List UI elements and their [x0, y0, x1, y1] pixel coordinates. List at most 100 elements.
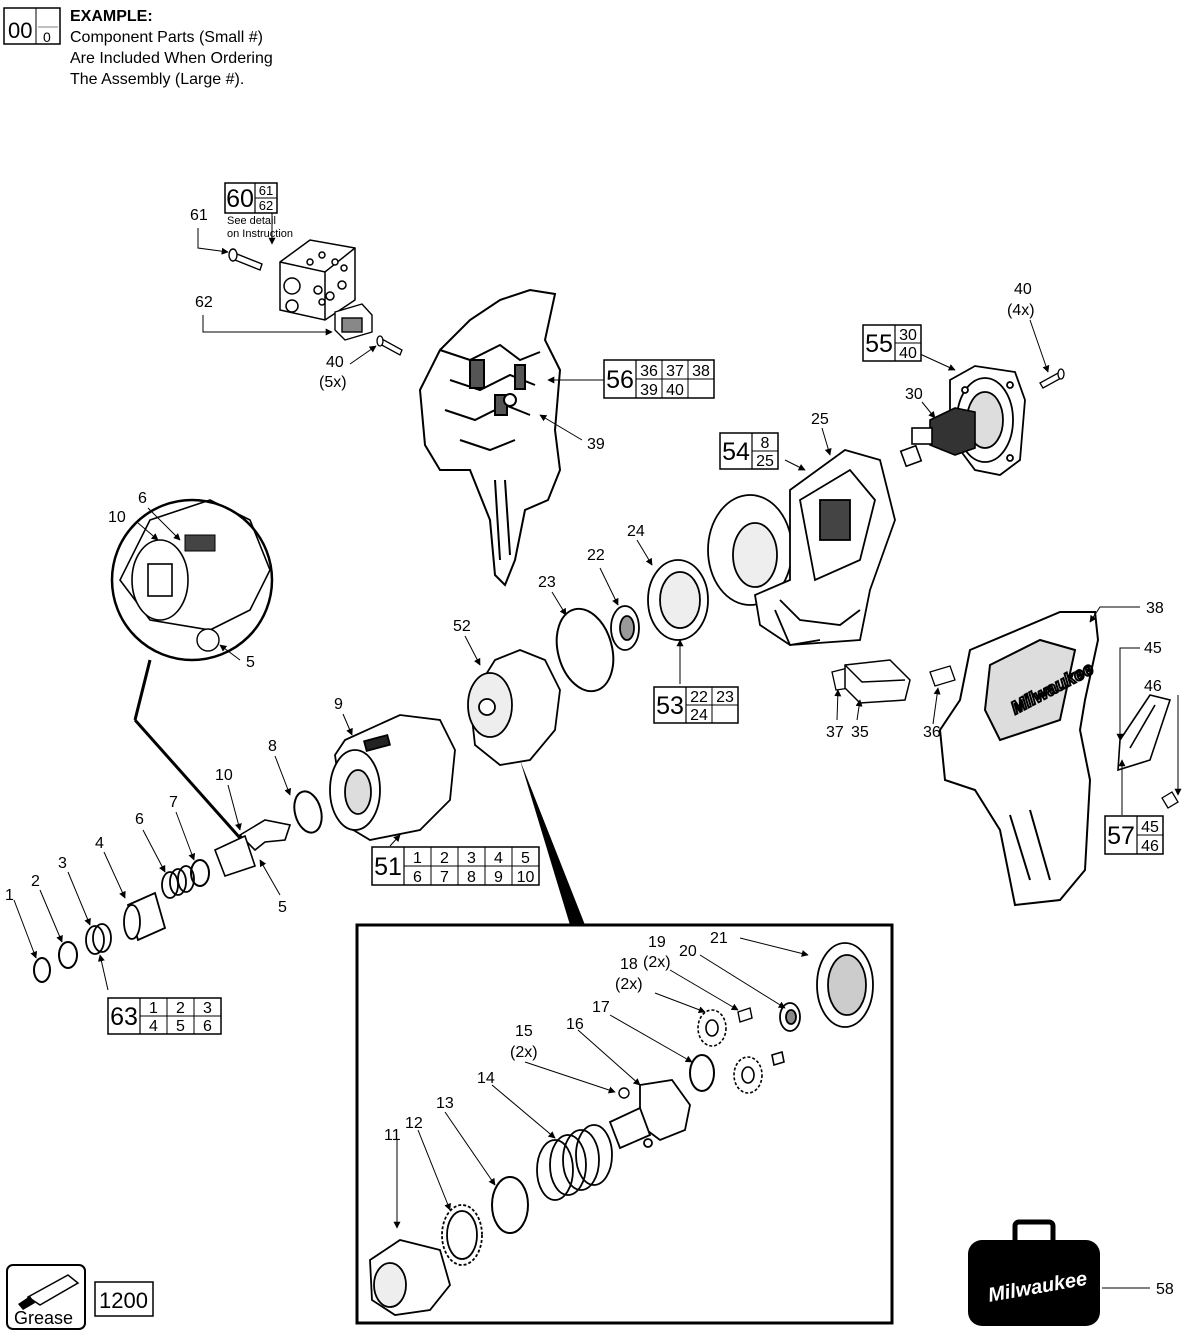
label-46: 46 [1144, 678, 1162, 695]
assembly-63-part-6: 6 [203, 1018, 212, 1035]
label-35: 35 [851, 724, 869, 741]
label-13: 13 [436, 1095, 454, 1112]
label-8: 8 [268, 738, 277, 755]
part-3-spring [85, 923, 112, 955]
grease-icon: Grease [6, 1264, 86, 1330]
label-11: 11 [384, 1127, 401, 1144]
part-12-bearing-ring [441, 1204, 483, 1266]
assembly-51-part-3: 3 [467, 850, 476, 867]
part-18-planet-gear [697, 1009, 785, 1094]
label-10-detail: 10 [108, 509, 126, 526]
assembly-56-part-37: 37 [666, 363, 684, 380]
assembly-63-part-4: 4 [149, 1018, 158, 1035]
part-39-housing-half [418, 288, 562, 587]
part-25-stator-electronics [707, 449, 896, 647]
part-4-sleeve [123, 891, 167, 942]
assembly-51-part-2: 2 [440, 850, 449, 867]
part-40-screw-left [376, 335, 403, 356]
part-61-pin [228, 248, 263, 271]
grease-code-box: 1200 [94, 1281, 154, 1317]
part-1-ring [33, 957, 51, 983]
part-21-ring-gear [816, 942, 874, 1028]
example-line-3: The Assembly (Large #). [70, 71, 245, 88]
part-30-rotor [899, 407, 976, 468]
part-36-connector [929, 665, 956, 687]
part-62-module [334, 303, 373, 341]
label-1: 1 [5, 887, 14, 904]
label-58: 58 [1156, 1281, 1174, 1298]
assembly-54-part-8: 8 [761, 435, 770, 452]
part-10-anvil [213, 819, 292, 878]
assembly-51-part-7: 7 [440, 869, 449, 886]
part-15-ball [618, 1087, 630, 1099]
label-19: 19 [648, 934, 666, 951]
part-7-washer [190, 859, 210, 887]
label-20: 20 [679, 943, 697, 960]
assembly-63-part-5: 5 [176, 1018, 185, 1035]
assembly-56-number: 56 [606, 366, 634, 394]
assembly-60-part-61: 61 [259, 183, 273, 198]
assembly-54-part-25: 25 [756, 453, 774, 470]
part-45-belt-clip [1117, 694, 1172, 772]
assembly-55-part-40: 40 [899, 345, 917, 362]
part-13-washer [491, 1176, 529, 1234]
example-legend-text: EXAMPLE: Component Parts (Small #) Are I… [70, 6, 273, 90]
assembly-51-part-6: 6 [413, 869, 422, 886]
part-22-bearing [610, 605, 640, 651]
part-19-pin [737, 1007, 753, 1023]
label-16: 16 [566, 1016, 584, 1033]
label-30: 30 [905, 386, 923, 403]
detail-note-line-1: See detail [227, 215, 276, 227]
part-11-hammer [369, 1239, 451, 1316]
leader-lines [13, 195, 1182, 1289]
assembly-63-part-1: 1 [149, 1000, 158, 1017]
label-36: 36 [923, 724, 941, 741]
part-14-spring [536, 1124, 613, 1201]
label-61: 61 [190, 207, 208, 224]
label-15-qty: (2x) [510, 1044, 538, 1061]
label-12: 12 [405, 1115, 423, 1132]
assembly-51-part-1: 1 [413, 850, 422, 867]
assembly-57-number: 57 [1107, 822, 1135, 850]
part-9-impact-housing [329, 714, 456, 841]
assembly-51-part-5: 5 [521, 850, 530, 867]
detail-pointer [520, 760, 585, 925]
label-21: 21 [710, 930, 728, 947]
assembly-51-part-4: 4 [494, 850, 503, 867]
label-10: 10 [215, 767, 233, 784]
part-6-spring [161, 865, 195, 899]
part-24-ring-gear [647, 559, 709, 641]
assembly-55-number: 55 [865, 330, 893, 358]
example-big-number: 00 [8, 18, 32, 43]
assembly-56-part-36: 36 [640, 363, 658, 380]
assembly-51-part-10: 10 [517, 869, 535, 886]
assembly-51-number: 51 [374, 853, 402, 881]
assembly-53-part-23: 23 [716, 689, 734, 706]
label-39: 39 [587, 436, 605, 453]
assembly-51-part-8: 8 [467, 869, 476, 886]
part-17-washer [689, 1054, 715, 1092]
label-7: 7 [169, 794, 178, 811]
label-40-right-qty: (4x) [1007, 302, 1035, 319]
label-14: 14 [477, 1070, 495, 1087]
label-38: 38 [1146, 600, 1164, 617]
assembly-63-part-2: 2 [176, 1000, 185, 1017]
assembly-60-number: 60 [226, 185, 254, 213]
label-40-right: 40 [1014, 281, 1032, 298]
assembly-53-part-22: 22 [690, 689, 708, 706]
grease-label: Grease [14, 1308, 73, 1328]
label-9: 9 [334, 696, 343, 713]
assembly-53-number: 53 [656, 692, 684, 720]
assembly-57-part-46: 46 [1141, 838, 1159, 855]
grease-code: 1200 [99, 1288, 148, 1313]
part-52-gear-case [467, 649, 561, 766]
label-24: 24 [627, 523, 645, 540]
example-line-2: Are Included When Ordering [70, 50, 273, 67]
part-8-retaining-ring [293, 790, 323, 834]
assembly-57-part-45: 45 [1141, 819, 1159, 836]
label-22: 22 [587, 547, 605, 564]
